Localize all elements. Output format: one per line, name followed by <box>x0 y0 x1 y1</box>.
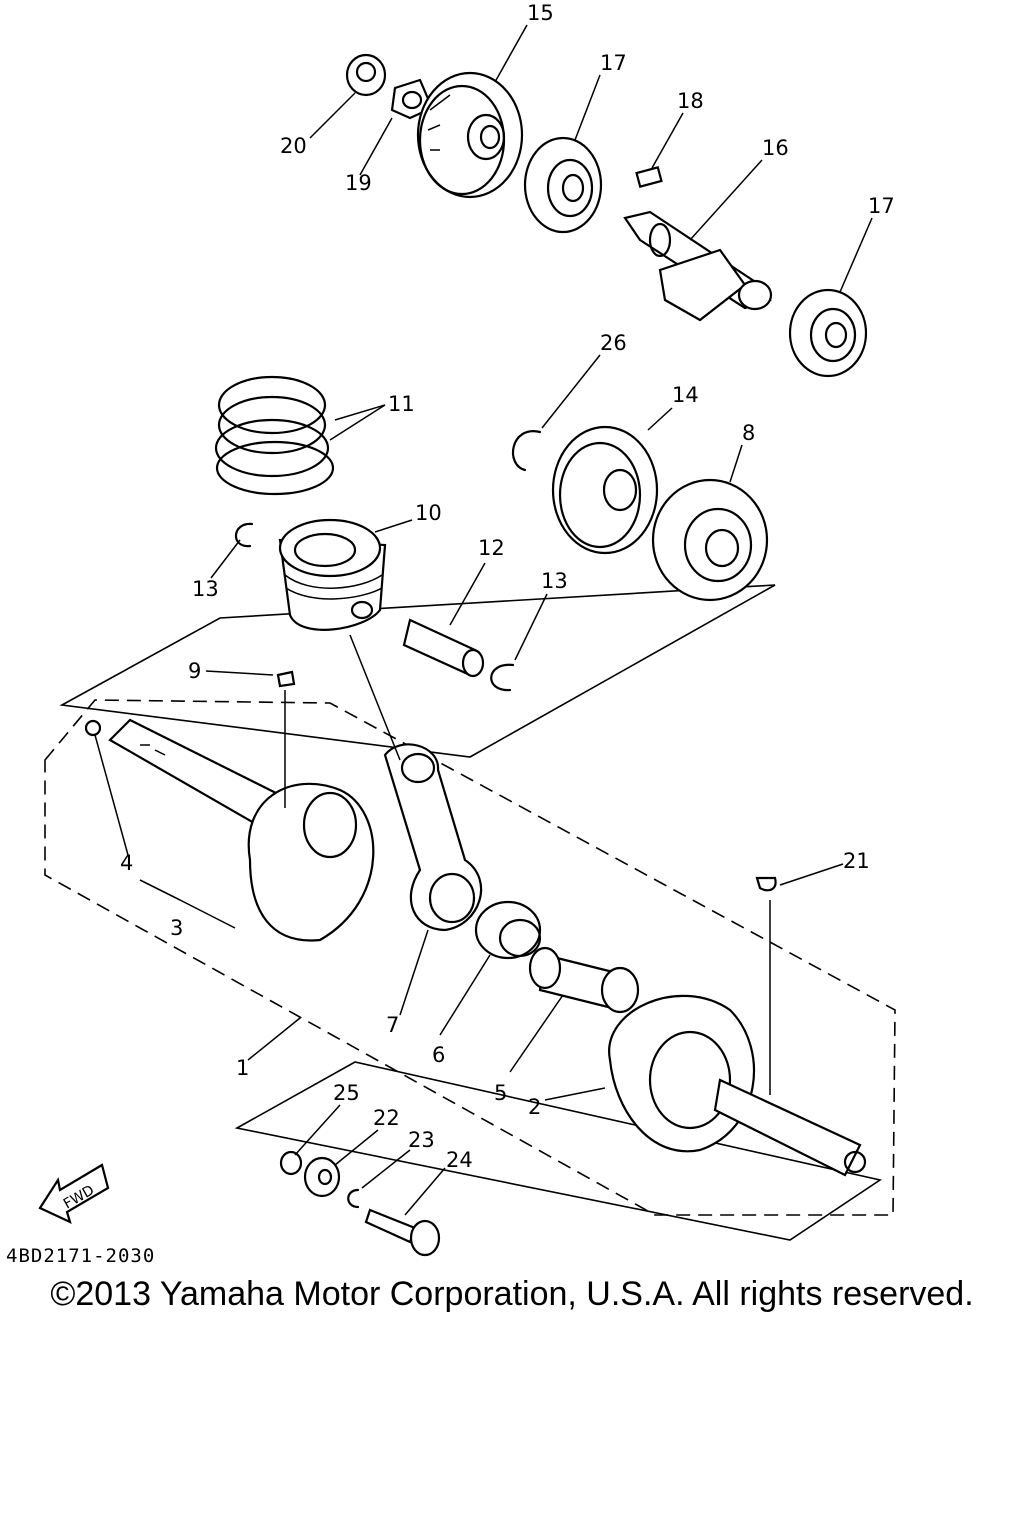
callout-17: 17 <box>868 194 895 218</box>
callout-16: 16 <box>762 136 789 160</box>
callout-4: 4 <box>120 851 133 875</box>
nut-20 <box>345 53 387 97</box>
washer-22 <box>303 1156 341 1198</box>
crankshaft-left-3 <box>108 718 375 942</box>
piston-pin-clip-13-right <box>490 663 515 692</box>
gear-14 <box>551 425 659 555</box>
callout-25: 25 <box>333 1081 360 1105</box>
callout-5: 5 <box>494 1081 507 1105</box>
piston-group-outline <box>59 584 776 758</box>
callout-19: 19 <box>345 171 372 195</box>
callout-21: 21 <box>843 849 870 873</box>
balancer-shaft-16 <box>623 210 773 322</box>
callout-3: 3 <box>170 916 183 940</box>
callout-18: 18 <box>677 89 704 113</box>
callout-15: 15 <box>527 1 554 25</box>
callout-10: 10 <box>415 501 442 525</box>
callout-9: 9 <box>188 659 201 683</box>
piston-pin-clip-13-left <box>234 522 254 548</box>
callout-7: 7 <box>386 1013 399 1037</box>
exploded-parts-diagram: FWD 15 <box>38 1 896 1257</box>
leader-lines <box>94 24 873 1216</box>
circlip-26 <box>511 430 542 472</box>
piston-rings-11 <box>214 375 335 496</box>
callout-24: 24 <box>446 1148 473 1172</box>
copyright-notice: ©2013 Yamaha Motor Corporation, U.S.A. A… <box>50 1275 974 1313</box>
crankshaft-group-outline <box>44 699 896 1216</box>
ring-4 <box>84 719 102 737</box>
diagram-reference-code: 4BD2171-2030 <box>6 1245 156 1267</box>
callout-17: 17 <box>600 51 627 75</box>
callout-8: 8 <box>742 421 755 445</box>
piston-10 <box>278 518 387 631</box>
key-9 <box>276 670 296 688</box>
callout-13: 13 <box>541 569 568 593</box>
clip-23 <box>347 1188 360 1209</box>
fwd-arrow-icon: FWD <box>38 1163 110 1225</box>
balancer-weight-group-outline <box>234 1061 882 1241</box>
callout-23: 23 <box>408 1128 435 1152</box>
callout-1: 1 <box>236 1056 249 1080</box>
callout-22: 22 <box>373 1106 400 1130</box>
bearing-8 <box>651 478 769 602</box>
callout-14: 14 <box>672 383 699 407</box>
bearing-17-top <box>523 136 603 234</box>
callout-20: 20 <box>280 134 307 158</box>
callout-13: 13 <box>192 577 219 601</box>
connecting-rod-7 <box>383 743 483 932</box>
crank-pin-5 <box>528 946 640 1014</box>
needle-bearing-6 <box>474 900 542 960</box>
bearing-17-right <box>788 288 868 378</box>
key-21 <box>755 876 777 892</box>
crankshaft-right-2 <box>608 994 867 1177</box>
key-18 <box>635 166 663 188</box>
callout-12: 12 <box>478 536 505 560</box>
piston-pin-12 <box>402 618 485 678</box>
callout-labels: 15 17 18 16 17 20 19 26 11 14 8 10 12 13… <box>120 1 895 1172</box>
callout-11: 11 <box>388 392 415 416</box>
bolt-24 <box>364 1208 441 1257</box>
callout-26: 26 <box>600 331 627 355</box>
gear-15 <box>416 71 524 199</box>
o-ring-25 <box>279 1150 303 1176</box>
callout-6: 6 <box>432 1043 445 1067</box>
callout-2: 2 <box>528 1095 541 1119</box>
